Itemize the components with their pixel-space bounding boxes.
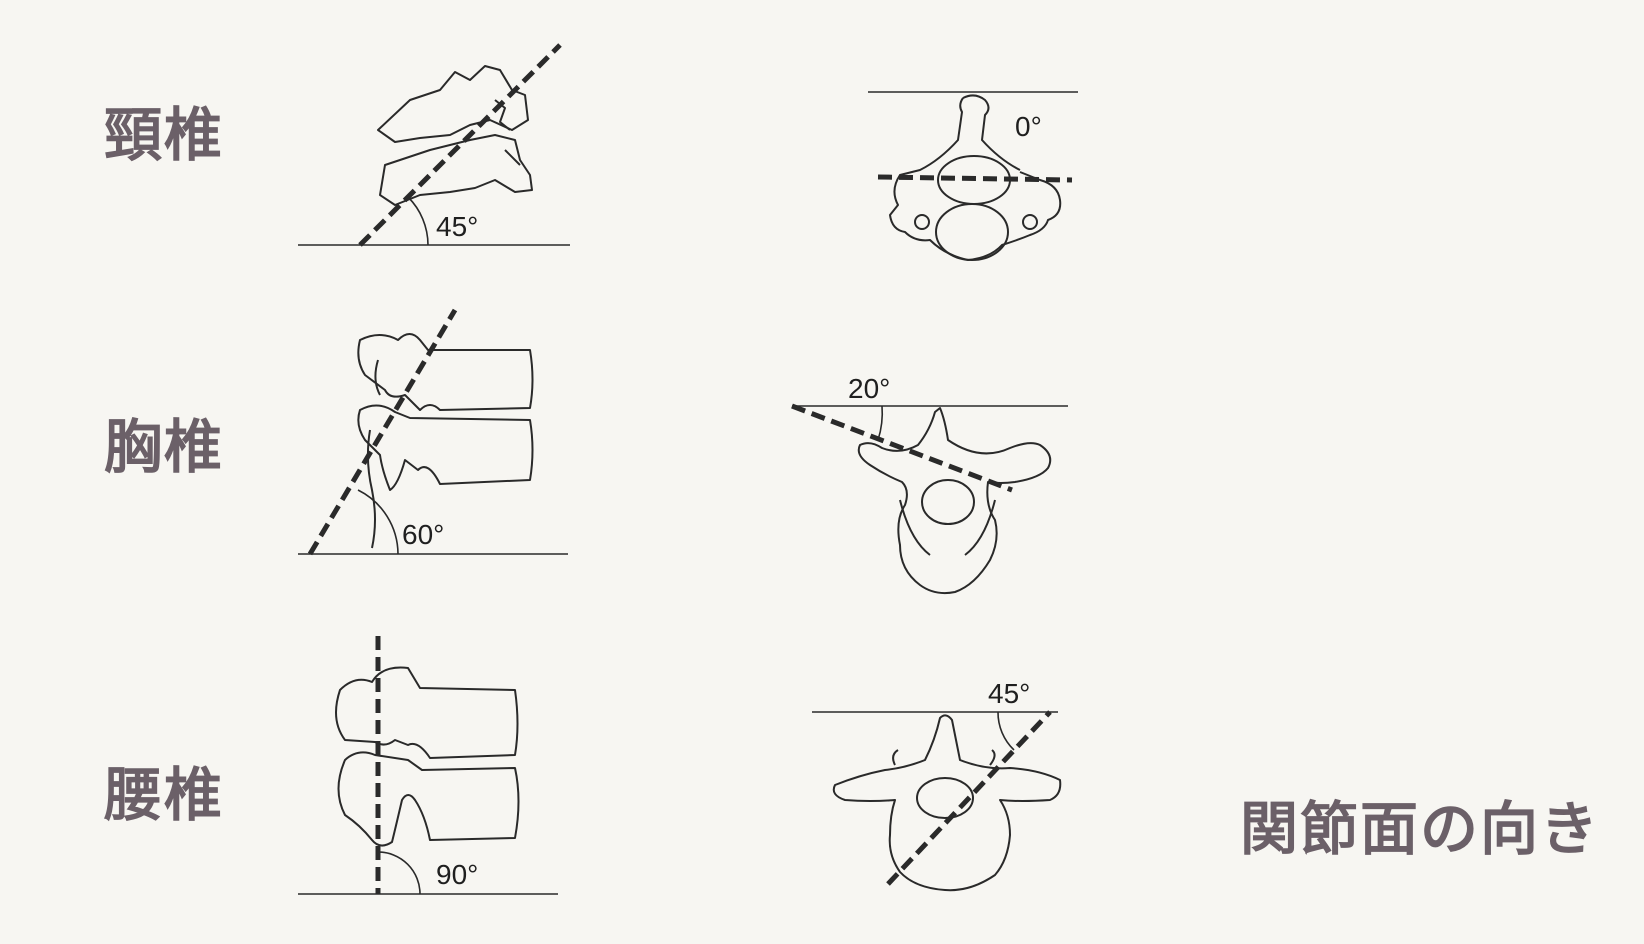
thoracic-axial-outline [857,407,1052,595]
lumbar-lateral-angle-arc [377,851,421,895]
cervical-vertebral-body [935,203,1009,261]
thoracic-process [366,359,381,549]
thoracic-axial-angle-arc [877,405,884,441]
lumbar-axial-view: 45° [812,678,1062,892]
thoracic-axial-facet-line [791,403,1013,493]
thoracic-lamina [899,499,996,556]
lumbar-axial-angle-arc [997,711,1015,751]
thoracic-vertebra-lower [357,404,534,491]
thoracic-vertebra-upper [357,333,534,411]
cervical-foramen-right [1022,214,1038,230]
thoracic-spine-label: 胸椎 [104,413,225,481]
thoracic-vertebral-body [921,479,975,525]
cervical-axial-angle: 0° [1015,111,1042,142]
cervical-lateral-angle: 45° [436,211,478,242]
cervical-vertebra-upper [377,65,529,143]
cervical-lateral-facet-line [358,43,562,247]
lumbar-lateral-view: 90° [298,636,558,895]
cervical-axial-facet-line [877,174,1073,183]
lumbar-axial-angle: 45° [988,678,1030,709]
thoracic-axial-view: 20° [791,373,1068,595]
thoracic-lateral-angle-arc [357,489,399,555]
lumbar-axial-facet-line [886,710,1052,886]
cervical-lateral-view: 45° [298,43,570,247]
facet-orientation-caption: 関節面の向き [1240,795,1601,863]
cervical-axial-body [889,97,1062,261]
thoracic-lateral-view: 60° [298,308,568,556]
lumbar-axial-outline [832,714,1062,892]
cervical-spine-label: 頸椎 [104,101,225,169]
lumbar-lateral-angle: 90° [436,859,478,890]
lumbar-facets [892,749,996,766]
thoracic-lateral-facet-line [307,308,458,556]
cervical-axial-spinous-process [962,94,1021,171]
cervical-axial-view: 0° [868,91,1078,261]
cervical-lateral-angle-arc [407,196,429,246]
lumbar-vertebra-lower [337,751,520,847]
cervical-foramen-left [914,214,930,230]
thoracic-axial-angle: 20° [848,373,890,404]
lumbar-vertebra-upper [335,666,519,759]
lumbar-spinal-canal [916,777,974,819]
thoracic-lateral-angle: 60° [402,519,444,550]
lumbar-spine-label: 腰椎 [104,761,225,829]
